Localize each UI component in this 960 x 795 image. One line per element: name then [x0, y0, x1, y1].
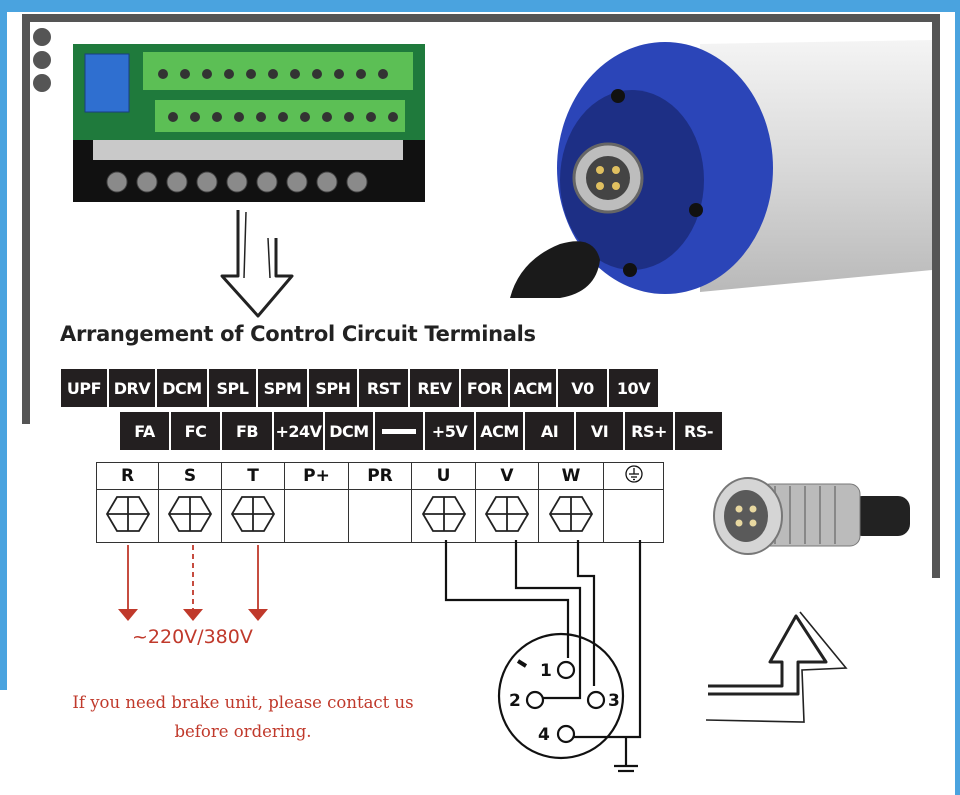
terminal-label: UPF	[61, 369, 109, 407]
terminal-label: SPH	[309, 369, 359, 407]
hex-screw-icon	[230, 495, 276, 532]
terminal-empty-cell	[284, 489, 349, 543]
aviation-plug-photo	[713, 477, 910, 555]
up-arrow-icon	[705, 611, 848, 723]
dash-icon	[382, 428, 416, 434]
terminal-label: RST	[359, 369, 410, 407]
circuit-board-photo	[73, 44, 425, 202]
connector-pin-label: 2	[509, 691, 521, 711]
terminal-screw-cell	[538, 489, 604, 543]
supply-voltage-label: ~220V/380V	[132, 626, 253, 648]
terminal-label: V0	[558, 369, 609, 407]
hex-screw-icon	[548, 495, 594, 532]
hex-screw-icon	[484, 495, 530, 532]
terminal-label: REV	[410, 369, 461, 407]
terminal-label: AI	[525, 412, 576, 450]
terminal-screw-cell	[96, 489, 159, 543]
down-arrow-icon	[220, 210, 294, 318]
connector-pin-label: 1	[540, 661, 552, 681]
motor-wiring-diagram	[444, 540, 642, 773]
frame-inner-top	[22, 14, 940, 22]
terminal-label: FC	[171, 412, 222, 450]
frame-inner-left	[22, 14, 30, 424]
terminal-label: ACM	[476, 412, 525, 450]
power-terminal-label: V	[475, 462, 539, 490]
terminal-empty-cell	[603, 489, 664, 543]
terminal-label: VI	[576, 412, 625, 450]
frame-inner-right	[932, 14, 940, 578]
terminal-unused	[375, 412, 425, 450]
terminal-label: DCM	[157, 369, 209, 407]
terminal-label: SPL	[209, 369, 258, 407]
terminal-label: ACM	[510, 369, 558, 407]
terminal-label: FOR	[461, 369, 510, 407]
terminal-empty-cell	[348, 489, 412, 543]
terminal-label: DCM	[325, 412, 375, 450]
power-supply-arrows	[118, 545, 268, 621]
connector-pin-label: 3	[608, 691, 620, 711]
power-terminal-label: S	[158, 462, 222, 490]
spindle-motor-photo	[510, 40, 932, 298]
terminal-screw-cell	[221, 489, 285, 543]
terminal-label: 10V	[609, 369, 658, 407]
terminal-label: RS-	[675, 412, 722, 450]
terminal-screw-cell	[158, 489, 222, 543]
connector-pin-label: 4	[538, 725, 550, 745]
power-terminal-label: U	[411, 462, 476, 490]
control-terminal-row-1: UPF DRV DCM SPL SPM SPH RST REV FOR ACM …	[61, 369, 658, 407]
terminal-screw-cell	[475, 489, 539, 543]
power-terminal-label: R	[96, 462, 159, 490]
power-terminal-label: T	[221, 462, 285, 490]
terminal-label: SPM	[258, 369, 309, 407]
power-terminal-label: W	[538, 462, 604, 490]
brake-unit-note: If you need brake unit, please contact u…	[72, 693, 414, 741]
terminal-label: +24V	[274, 412, 325, 450]
terminal-label: FB	[222, 412, 274, 450]
hex-screw-icon	[421, 495, 466, 532]
terminal-label: RS+	[625, 412, 675, 450]
hex-screw-icon	[167, 495, 213, 532]
power-terminal-label: P+	[284, 462, 349, 490]
terminal-label: FA	[120, 412, 171, 450]
hex-screw-icon	[105, 495, 150, 532]
page-title: Arrangement of Control Circuit Terminals	[60, 322, 536, 346]
frame-top-bar	[0, 0, 960, 12]
terminal-label: DRV	[109, 369, 157, 407]
power-terminal-table: R S T P+ PR U V W	[96, 462, 664, 543]
decor-dot	[33, 51, 51, 69]
ground-symbol-icon	[624, 464, 643, 483]
ground-terminal-label	[603, 462, 664, 490]
power-terminal-label: PR	[348, 462, 412, 490]
decor-dot	[33, 28, 51, 46]
control-terminal-row-2: FA FC FB +24V DCM +5V ACM AI VI RS+ RS-	[120, 412, 722, 450]
frame-right-bar	[955, 0, 960, 795]
terminal-label: +5V	[425, 412, 476, 450]
frame-left-bar	[0, 0, 7, 690]
decor-dot	[33, 74, 51, 92]
terminal-screw-cell	[411, 489, 476, 543]
